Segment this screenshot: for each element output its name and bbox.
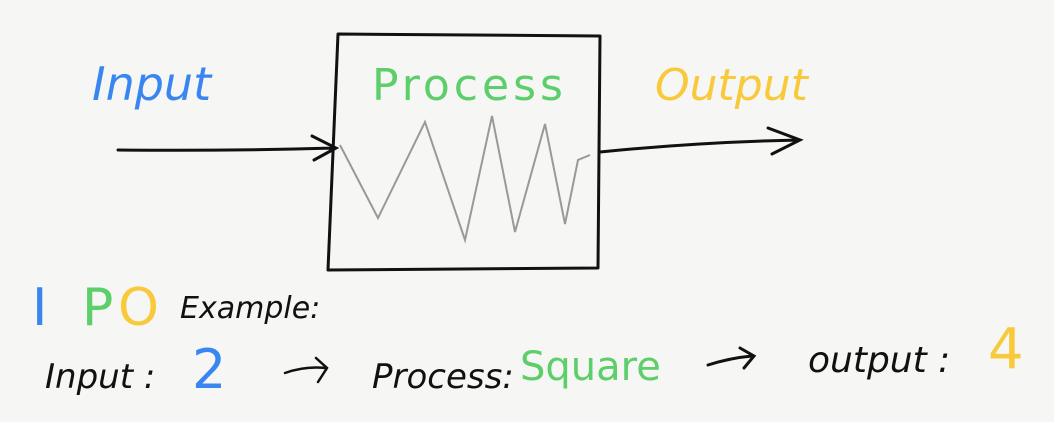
example-input-value: 2: [192, 338, 226, 401]
example-heading: Example:: [180, 291, 320, 326]
process-zigzag: [339, 115, 591, 244]
example-process-text: Process:: [372, 357, 514, 397]
input-arrow: [116, 134, 340, 162]
ipo-letter-o: O: [118, 278, 159, 338]
arrow-icon: [706, 346, 757, 370]
output-arrow: [598, 126, 804, 156]
example-process-value: Square: [520, 344, 661, 390]
example-output-value: 4: [988, 317, 1024, 382]
arrow-icon: [283, 356, 329, 384]
example-output-text: output :: [808, 340, 950, 381]
process-label: Process: [372, 60, 567, 111]
process-box: [326, 32, 602, 272]
example-input-text: Input :: [45, 357, 155, 397]
output-label: Output: [655, 60, 810, 111]
ipo-letter-i: I: [32, 278, 47, 338]
ipo-letter-p: P: [82, 278, 113, 338]
input-label: Input: [92, 57, 213, 111]
